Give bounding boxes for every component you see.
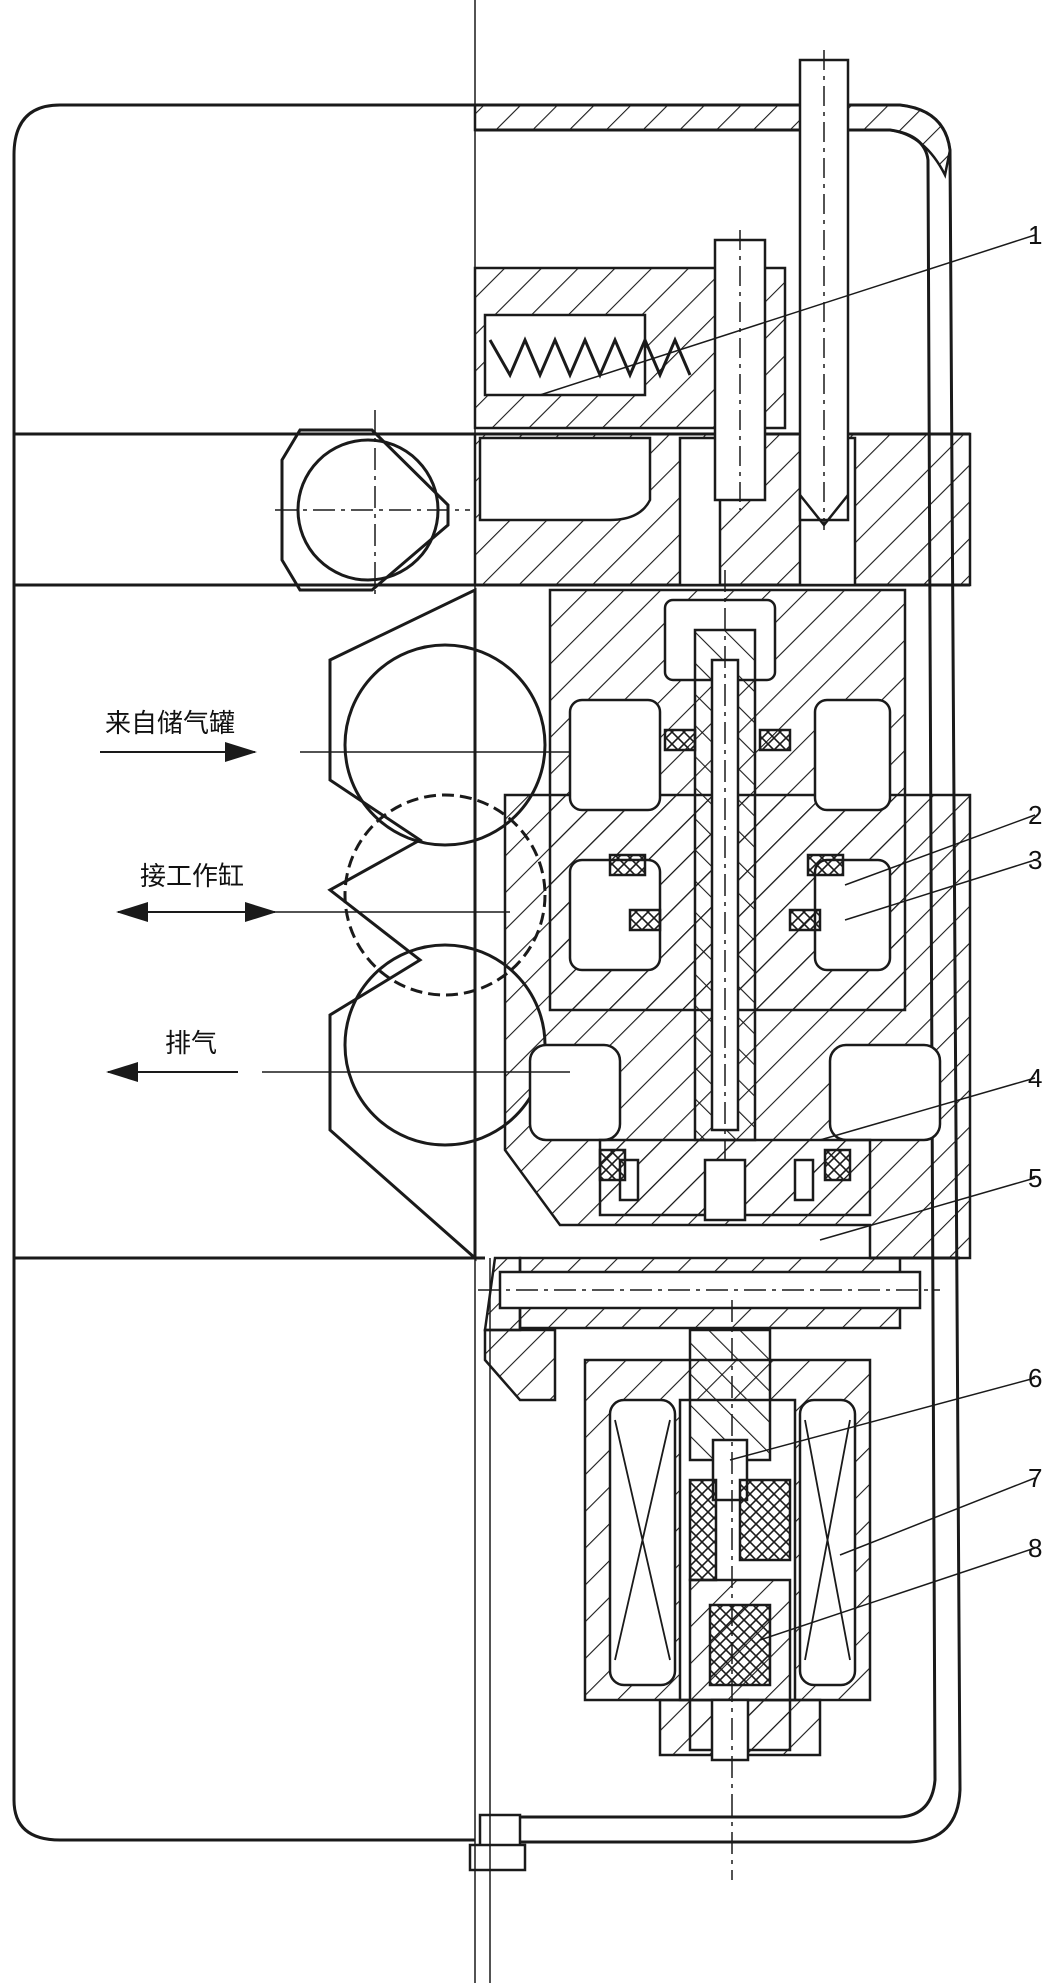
part-number-3: 3 [1028,845,1042,875]
leader-lines [539,234,1036,1641]
part-number-8: 8 [1028,1533,1042,1563]
label-exhaust: 排气 [165,1029,217,1059]
part-number-5: 5 [1028,1163,1042,1193]
solenoid-coil-assembly [583,1300,872,1880]
lower-plate-with-bolt [478,1256,940,1402]
part-number-7: 7 [1028,1463,1042,1493]
valve-spring [488,336,692,379]
flow-label-exhaust: 排气 [106,1029,570,1082]
part-number-6: 6 [1028,1363,1042,1393]
part-numbers: 1 2 3 4 5 6 7 8 [1028,220,1042,1563]
upper-spring-valve [473,50,850,530]
port-circle-supply [343,643,547,847]
label-from-tank: 来自储气罐 [105,709,235,739]
part-number-4: 4 [1028,1063,1042,1093]
flow-label-cylinder: 接工作缸 [116,862,510,922]
hex-nut-fitting [275,410,470,600]
part-number-1: 1 [1028,220,1042,250]
bottom-screw [468,1813,527,1872]
label-to-cylinder: 接工作缸 [140,862,244,892]
main-valve-body [503,570,972,1260]
part-number-2: 2 [1028,800,1042,830]
flow-label-supply: 来自储气罐 [100,709,570,762]
